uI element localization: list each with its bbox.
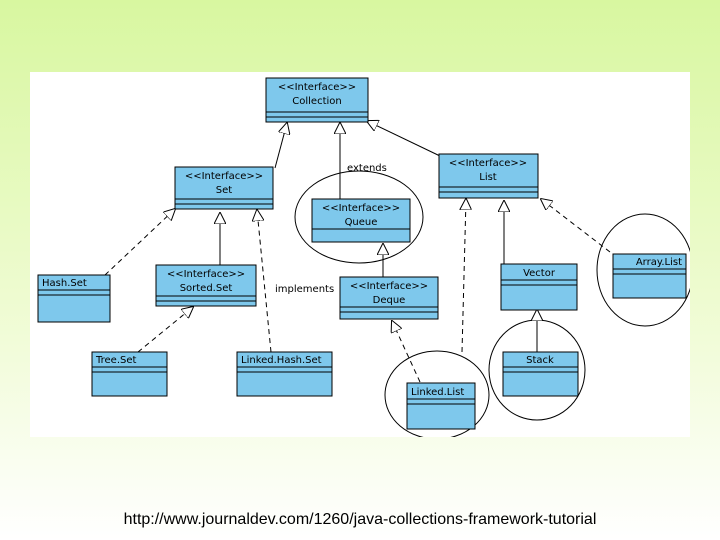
collection-name: Collection — [292, 96, 341, 107]
arraylist-highlight-circle — [596, 213, 690, 327]
sortedset-interface-box: <<Interface>> Sorted.Set — [155, 264, 257, 307]
hashset-implements-set — [104, 209, 175, 276]
treeset-class-box: Tree.Set — [91, 351, 168, 397]
linkedlist-highlight-circle — [384, 350, 490, 437]
treeset-implements-sortedset — [137, 307, 193, 353]
set-extends-collection — [274, 123, 287, 169]
collection-interface-box: <<Interface>> Collection — [265, 77, 369, 123]
treeset-name: Tree.Set — [95, 355, 137, 366]
implements-label: implements — [275, 284, 334, 295]
set-name: Set — [216, 185, 233, 196]
hashset-class-box: Hash.Set — [37, 274, 111, 323]
vector-name: Vector — [523, 268, 556, 279]
queue-stereotype: <<Interface>> — [322, 203, 400, 214]
set-interface-box: <<Interface>> Set — [174, 166, 274, 210]
deque-interface-box: <<Interface>> Deque — [339, 276, 439, 320]
source-url: http://www.journaldev.com/1260/java-coll… — [123, 511, 597, 528]
hashset-name: Hash.Set — [42, 278, 87, 289]
stack-name: Stack — [526, 355, 554, 366]
collection-stereotype: <<Interface>> — [278, 82, 356, 93]
arraylist-class-box: Array.List — [612, 253, 687, 299]
linkedhashset-name: Linked.Hash.Set — [241, 355, 322, 366]
queue-name: Queue — [345, 217, 378, 228]
list-stereotype: <<Interface>> — [449, 158, 527, 169]
linkedhashset-class-box: Linked.Hash.Set — [236, 351, 333, 397]
arraylist-implements-list — [541, 199, 611, 253]
deque-stereotype: <<Interface>> — [350, 281, 428, 292]
linkedhashset-implements-set — [257, 210, 272, 353]
diagram-panel: extends implements <<Interface>> Collect… — [30, 72, 690, 437]
extends-label: extends — [347, 163, 387, 174]
set-stereotype: <<Interface>> — [185, 171, 263, 182]
arraylist-name: Array.List — [636, 257, 682, 268]
linkedlist-name: Linked.List — [411, 387, 464, 398]
linkedlist-implements-deque — [392, 321, 421, 383]
linkedlist-class-box: Linked.List — [406, 382, 476, 430]
list-interface-box: <<Interface>> List — [438, 153, 539, 199]
sortedset-name: Sorted.Set — [180, 283, 233, 294]
linkedlist-implements-list — [462, 199, 466, 353]
queue-highlight-circle — [294, 170, 424, 264]
sortedset-stereotype: <<Interface>> — [167, 269, 245, 280]
list-name: List — [479, 172, 497, 183]
deque-name: Deque — [373, 295, 406, 306]
collections-class-diagram: extends implements <<Interface>> Collect… — [37, 77, 690, 437]
vector-class-box: Vector — [500, 263, 578, 311]
stack-class-box: Stack — [502, 351, 579, 397]
list-extends-collection — [367, 121, 441, 157]
queue-interface-box: <<Interface>> Queue — [311, 198, 411, 243]
